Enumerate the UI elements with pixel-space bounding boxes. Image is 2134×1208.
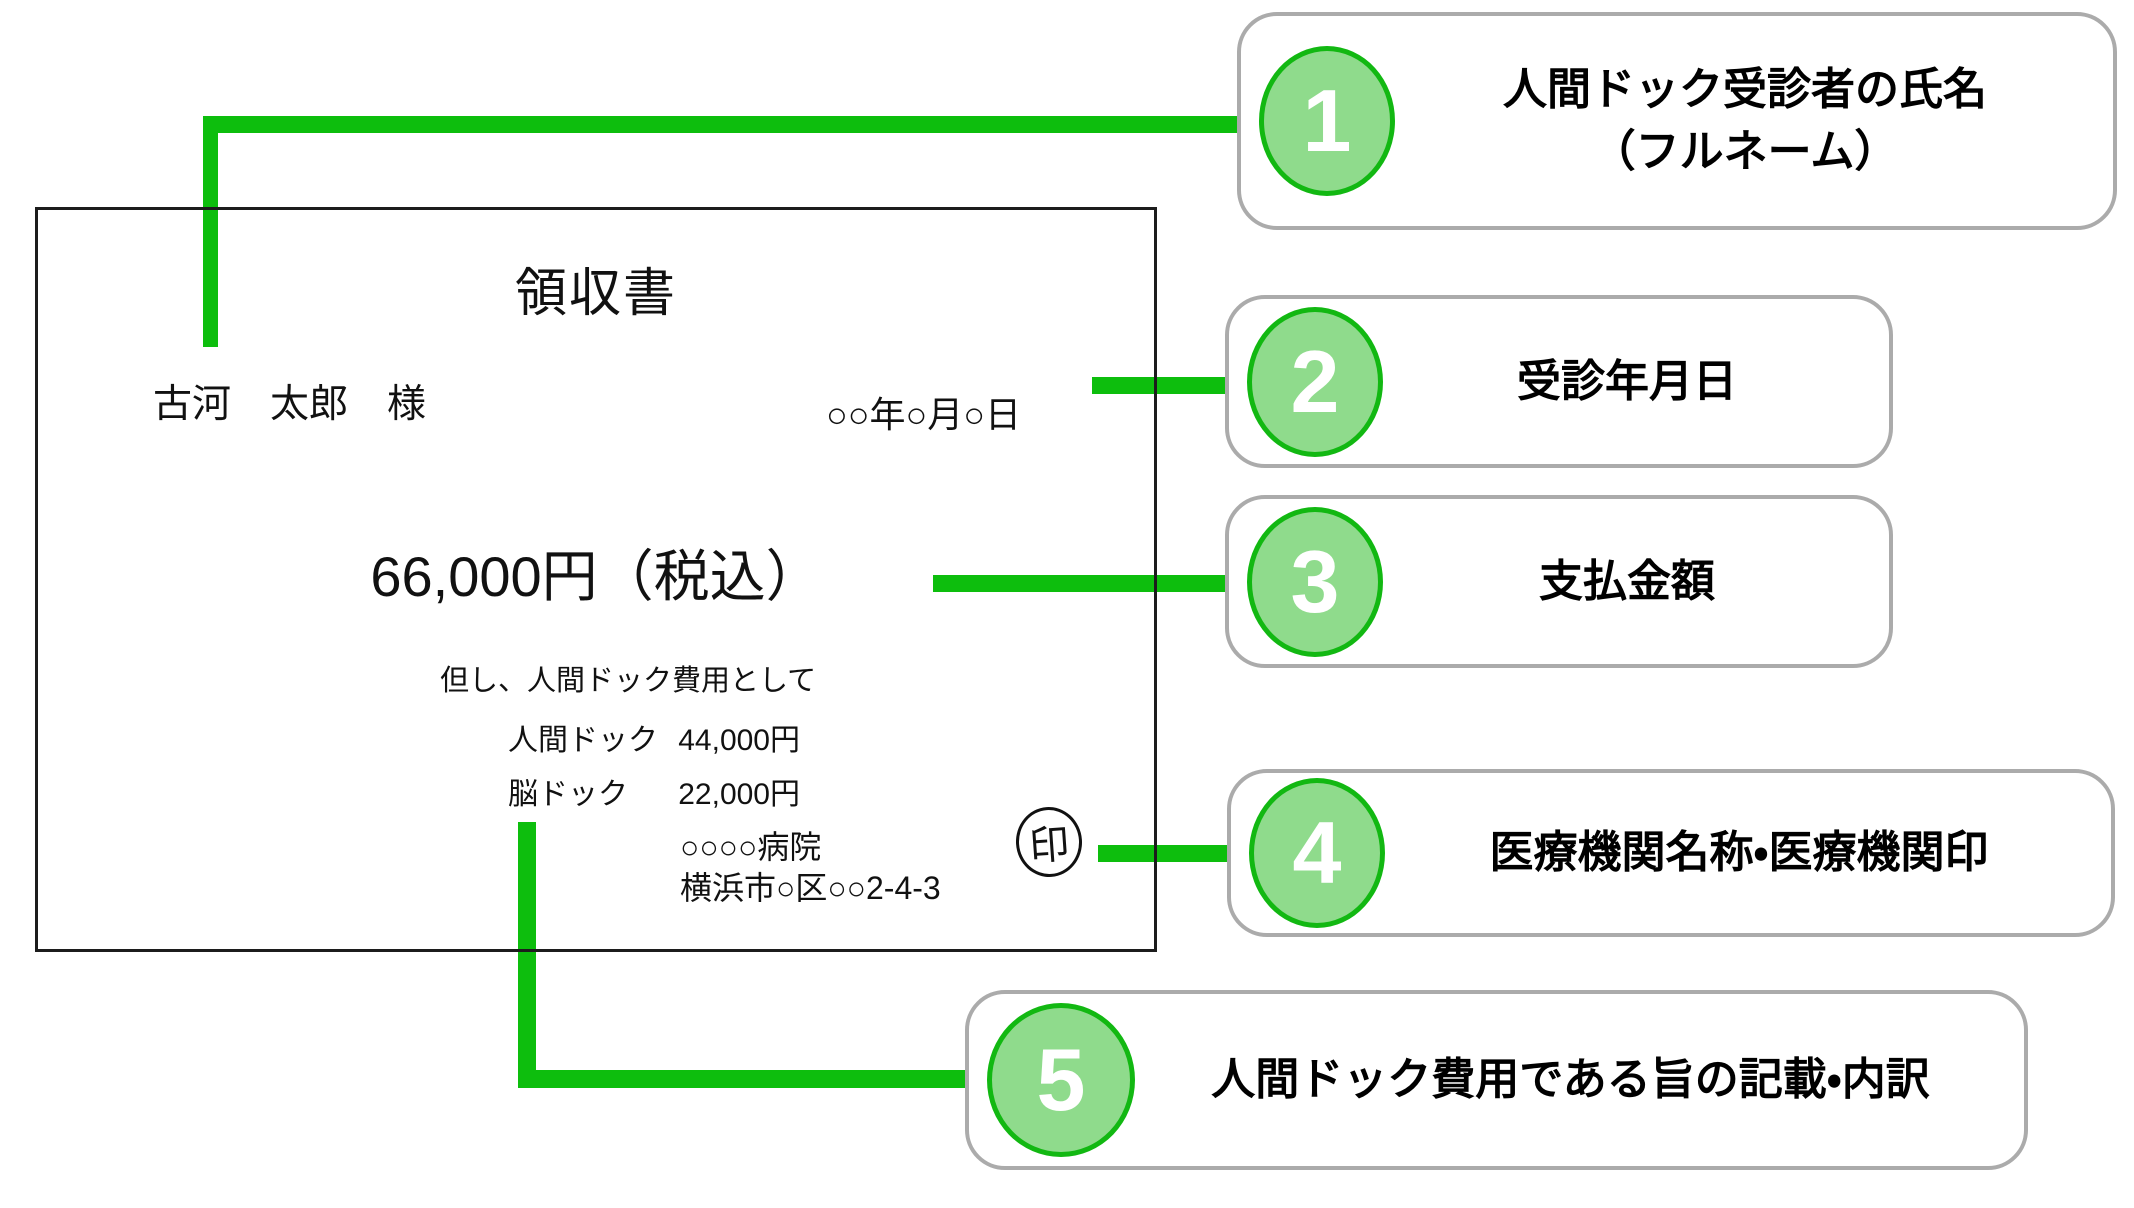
callout-3-label: 支払金額 <box>1539 556 1715 606</box>
callout-4-number-badge: 4 <box>1249 778 1385 928</box>
receipt-card: 領収書 古河 太郎 様 ○○年○月○日 66,000円（税込） 但し、人間ドック… <box>35 207 1157 952</box>
callout-3-payment-amount: 3 支払金額 <box>1225 495 1893 668</box>
payment-amount: 66,000円（税込） <box>370 545 822 608</box>
connector-4-line <box>1098 845 1231 862</box>
callout-1-label: 人間ドック受診者の氏名 （フルネーム） <box>1395 59 2095 182</box>
breakdown-amount: 44,000円 <box>678 724 800 757</box>
callout-5-label: 人間ドック費用である旨の記載・内訳 <box>1211 1055 1930 1105</box>
visit-date: ○○年○月○日 <box>826 394 1021 435</box>
callout-5-number-badge: 5 <box>987 1003 1135 1157</box>
connector-5-vertical-line <box>518 822 536 1088</box>
callout-1-label-line2: （フルネーム） <box>1591 127 1899 176</box>
callout-3-number-badge: 3 <box>1247 506 1383 657</box>
callout-1-label-line1: 人間ドック受診者の氏名 <box>1503 65 1987 115</box>
breakdown-row: 人間ドック 44,000円 <box>508 715 800 759</box>
hospital-block: ○○○○病院 横浜市○区○○2-4-3 <box>680 827 941 909</box>
payer-name: 古河 太郎 様 <box>153 383 427 426</box>
hospital-address: 横浜市○区○○2-4-3 <box>680 869 941 906</box>
connector-1-horizontal-line <box>203 116 1243 133</box>
callout-2-label: 受診年月日 <box>1517 356 1737 406</box>
hospital-seal-icon: 印 <box>1013 804 1085 880</box>
callout-2-visit-date: 2 受診年月日 <box>1225 295 1893 468</box>
callout-4-label: 医療機関名称・医療機関印 <box>1489 828 1989 878</box>
breakdown-label: 人間ドック <box>508 724 658 757</box>
callout-1-number-badge: 1 <box>1259 46 1395 196</box>
receipt-title: 領収書 <box>514 265 677 323</box>
purpose-note: 但し、人間ドック費用として <box>440 665 817 697</box>
callout-2-number-badge: 2 <box>1247 306 1383 457</box>
connector-5-horizontal-line <box>518 1070 969 1088</box>
callout-4-institution: 4 医療機関名称・医療機関印 <box>1227 769 2115 937</box>
breakdown-amount: 22,000円 <box>678 778 800 811</box>
breakdown-row: 脳ドック 22,000円 <box>508 769 800 813</box>
callout-1-patient-name: 1 人間ドック受診者の氏名 （フルネーム） <box>1237 12 2117 230</box>
connector-2-line <box>1092 377 1229 394</box>
connector-1-vertical-line <box>203 116 218 347</box>
callout-5-breakdown: 5 人間ドック費用である旨の記載・内訳 <box>965 990 2028 1170</box>
hospital-name: ○○○○病院 <box>680 829 822 865</box>
breakdown-label: 脳ドック <box>508 778 628 811</box>
